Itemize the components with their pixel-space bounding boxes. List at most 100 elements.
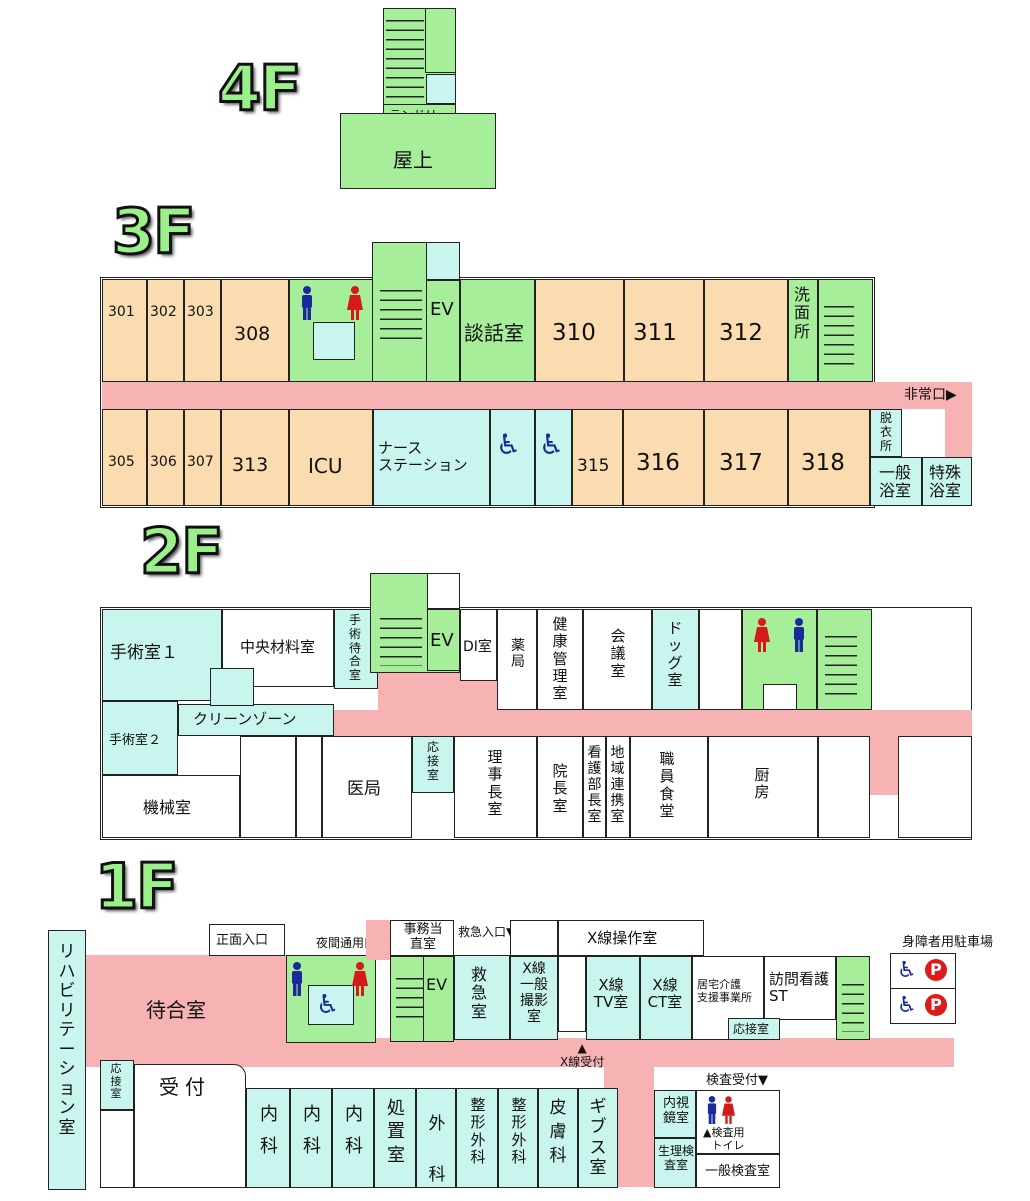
label-317: 317 <box>719 450 763 476</box>
label-di: DI室 <box>463 639 492 655</box>
label-xtv: X線TV室 <box>593 976 629 1012</box>
room-surgery: 外科 <box>416 1088 456 1188</box>
room-uketsuke: 受付 <box>134 1064 246 1188</box>
label-312: 312 <box>719 320 763 346</box>
label-night-entrance[interactable]: 夜間通用口 <box>316 936 377 950</box>
label-icu: ICU <box>308 454 343 478</box>
stairs <box>380 282 422 342</box>
room-ev-1f: EV <box>423 956 454 1042</box>
label-opwait: 手術待合室 <box>348 613 361 683</box>
label-bath1: 一般浴室 <box>878 463 911 501</box>
stairs <box>386 12 424 100</box>
label-exam-reception: 検査受付▼ <box>706 1073 768 1088</box>
label-parking: 身障者用駐車場 <box>902 935 994 950</box>
label-cast: ギブス室 <box>589 1097 607 1179</box>
room-treatment: 処置室 <box>374 1088 416 1188</box>
room-toilet-3f-inner <box>313 322 355 360</box>
corridor-3f <box>102 382 972 409</box>
room-nurse-station: ナース ステーション <box>373 409 490 506</box>
room-1f-north-gap <box>510 920 558 956</box>
corridor-2f <box>334 710 972 739</box>
room-cast: ギブス室 <box>578 1088 618 1188</box>
toilet-female-icon <box>722 1096 735 1124</box>
wheelchair-icon: ♿ <box>539 428 565 461</box>
room-2f-storage <box>699 609 742 710</box>
room-306: 306 <box>147 409 184 506</box>
room-internal-2: 内科 <box>290 1088 332 1188</box>
corridor-1f-main <box>86 1038 954 1067</box>
toilet-male-icon <box>707 1096 717 1124</box>
room-2f-e1 <box>818 736 870 838</box>
label-ortho-1: 整形外科 <box>470 1096 486 1166</box>
room-wash: 洗面所 <box>788 279 818 382</box>
toilet-female-icon <box>352 962 368 996</box>
label-general-exam: 一般検査室 <box>705 1164 771 1179</box>
parking-p-icon: P <box>925 959 947 981</box>
label-ev-1f: EV <box>426 975 448 994</box>
room-visit: 訪問看護ST <box>764 956 836 1020</box>
room-2f-stair-w <box>240 736 296 838</box>
label-dock: ドッグ室 <box>667 619 683 689</box>
parking-space-2: ♿ P <box>890 988 956 1024</box>
label-internal-2: 内科 <box>303 1104 321 1158</box>
room-clean: クリーンゾーン <box>178 704 334 736</box>
room-308: 308 <box>221 279 289 382</box>
label-exam-toilet: ▲検査用 トイレ <box>703 1126 745 1152</box>
label-internal-1: 内科 <box>260 1104 278 1158</box>
room-physio: 生理検査室 <box>654 1138 696 1188</box>
label-clean: クリーンゾーン <box>193 710 297 728</box>
label-emergency-entrance[interactable]: 救急入口▼ <box>458 925 516 939</box>
room-reception-2f: 応接室 <box>412 736 454 793</box>
floor-label-1f: 1F <box>94 849 180 925</box>
label-302: 302 <box>150 304 177 320</box>
label-endoscope: 内視鏡室 <box>662 1096 689 1126</box>
floor-label-2f: 2F <box>139 514 225 590</box>
toilet-male-icon <box>794 618 804 652</box>
room-4f-elevator <box>426 74 456 104</box>
room-ortho-1: 整形外科 <box>456 1088 498 1188</box>
label-main-entrance[interactable]: 正面入口 <box>216 933 269 948</box>
label-301: 301 <box>108 304 135 320</box>
room-meeting: 会議室 <box>583 609 652 710</box>
label-reception-2f: 応接室 <box>426 740 439 782</box>
label-306: 306 <box>150 454 177 470</box>
room-pharmacy: 薬局 <box>497 609 537 710</box>
label-bath2: 特殊浴室 <box>928 463 961 501</box>
label-xgeneral: X線一般撮影室 <box>520 961 548 1026</box>
stairs <box>396 970 424 1020</box>
room-312: 312 <box>704 279 788 382</box>
label-visit: 訪問看護ST <box>769 970 830 1006</box>
label-311: 311 <box>633 320 677 346</box>
label-dress: 脱衣所 <box>879 411 892 453</box>
room-xtv: X線TV室 <box>586 956 640 1040</box>
room-317: 317 <box>704 409 788 506</box>
room-derma: 皮膚科 <box>538 1088 578 1188</box>
room-301: 301 <box>102 279 147 382</box>
label-treatment: 処置室 <box>387 1098 405 1166</box>
label-308: 308 <box>234 323 271 345</box>
label-reception-1f: 応接室 <box>110 1062 122 1101</box>
label-pharmacy: 薬局 <box>511 638 525 671</box>
wheelchair-icon: ♿ <box>496 428 522 461</box>
wheelchair-icon: ♿ <box>316 990 340 1020</box>
wheelchair-icon: ♿ <box>897 993 917 1018</box>
stairs <box>825 628 857 698</box>
room-machine: 機械室 <box>102 775 240 838</box>
toilet-female-icon <box>754 618 770 652</box>
room-doctors: 医局 <box>322 736 412 838</box>
label-nurse-chief: 看護部長室 <box>587 745 602 826</box>
label-313: 313 <box>232 454 269 476</box>
room-internal-1: 内科 <box>246 1088 290 1188</box>
room-318: 318 <box>788 409 870 506</box>
room-307: 307 <box>184 409 221 506</box>
label-xct: X線CT室 <box>647 976 683 1012</box>
label-derma: 皮膚科 <box>549 1098 567 1166</box>
label-op1: 手術室１ <box>110 643 178 663</box>
label-310: 310 <box>552 320 596 346</box>
label-region: 地域連携室 <box>610 745 625 826</box>
label-xop: X線操作室 <box>587 929 658 947</box>
room-4f-small <box>425 8 456 73</box>
room-talk: 談話室 <box>460 279 535 382</box>
label-316: 316 <box>636 450 680 476</box>
label-wash: 洗面所 <box>793 285 810 341</box>
